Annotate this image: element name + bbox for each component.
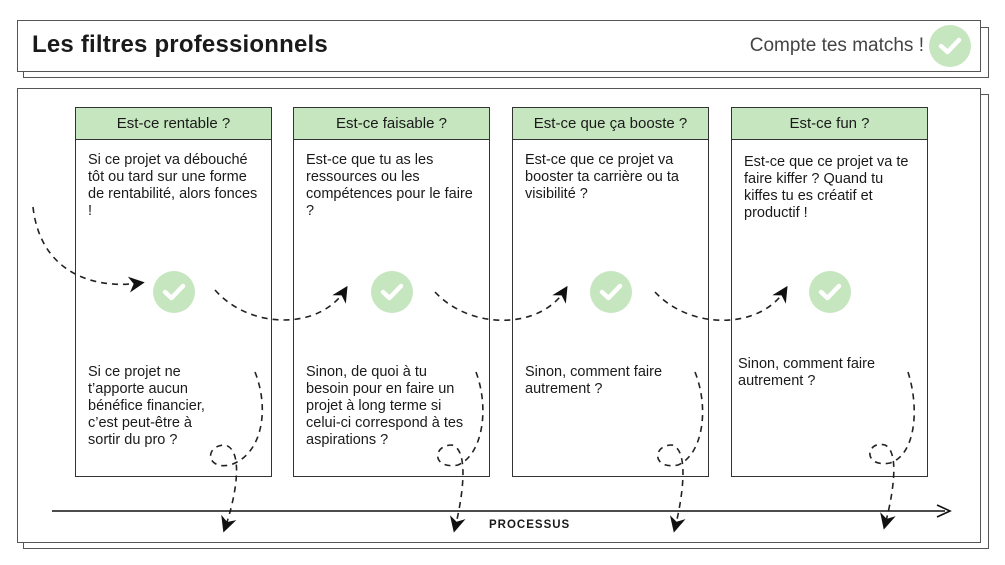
check-circle-icon [929,25,971,67]
arrow-exit-1 [209,371,263,533]
card-otherwise: Sinon, comment faire autrement ? [525,364,663,397]
card-question: Est-ce que tu as les ressources ou les c… [306,152,473,219]
arrow-1-2 [214,285,348,321]
arrow-2-3 [434,285,568,321]
arrow-exit-4 [869,371,916,530]
card-otherwise: Sinon, comment faire autrement ? [738,356,876,389]
filter-card-booste: Est-ce que ça booste ? Est-ce que ce pro… [512,107,709,477]
page-title: Les filtres professionnels [32,31,328,58]
arrow-in [32,206,145,293]
card-question: Est-ce que ce projet va te faire kiffer … [744,154,909,221]
arrow-exit-3 [656,371,704,533]
card-question: Si ce projet va débouché tôt ou tard sur… [88,152,258,219]
arrow-exit-2 [436,371,484,533]
check-circle-icon [153,271,195,313]
card-question: Est-ce que ce projet va booster ta carri… [525,152,679,202]
header: Les filtres professionnels Compte tes ma… [17,20,981,72]
card-otherwise: Sinon, de quoi à tu besoin pour en faire… [306,364,464,448]
process-label: PROCESSUS [489,519,571,531]
check-circle-icon [809,271,851,313]
card-title: Est-ce rentable ? [76,108,271,140]
tagline: Compte tes matchs ! [749,35,924,56]
arrow-3-4 [654,285,788,321]
check-circle-icon [371,271,413,313]
filter-card-rentable: Est-ce rentable ? Si ce projet va débouc… [75,107,272,477]
card-otherwise: Si ce projet ne t’apporte aucun bénéfice… [88,364,205,448]
process-arrowhead [936,504,952,518]
filter-card-fun: Est-ce fun ? Est-ce que ce projet va te … [731,107,928,477]
card-title: Est-ce fun ? [732,108,927,140]
check-circle-icon [590,271,632,313]
card-title: Est-ce que ça booste ? [513,108,708,140]
card-title: Est-ce faisable ? [294,108,489,140]
filter-card-faisable: Est-ce faisable ? Est-ce que tu as les r… [293,107,490,477]
